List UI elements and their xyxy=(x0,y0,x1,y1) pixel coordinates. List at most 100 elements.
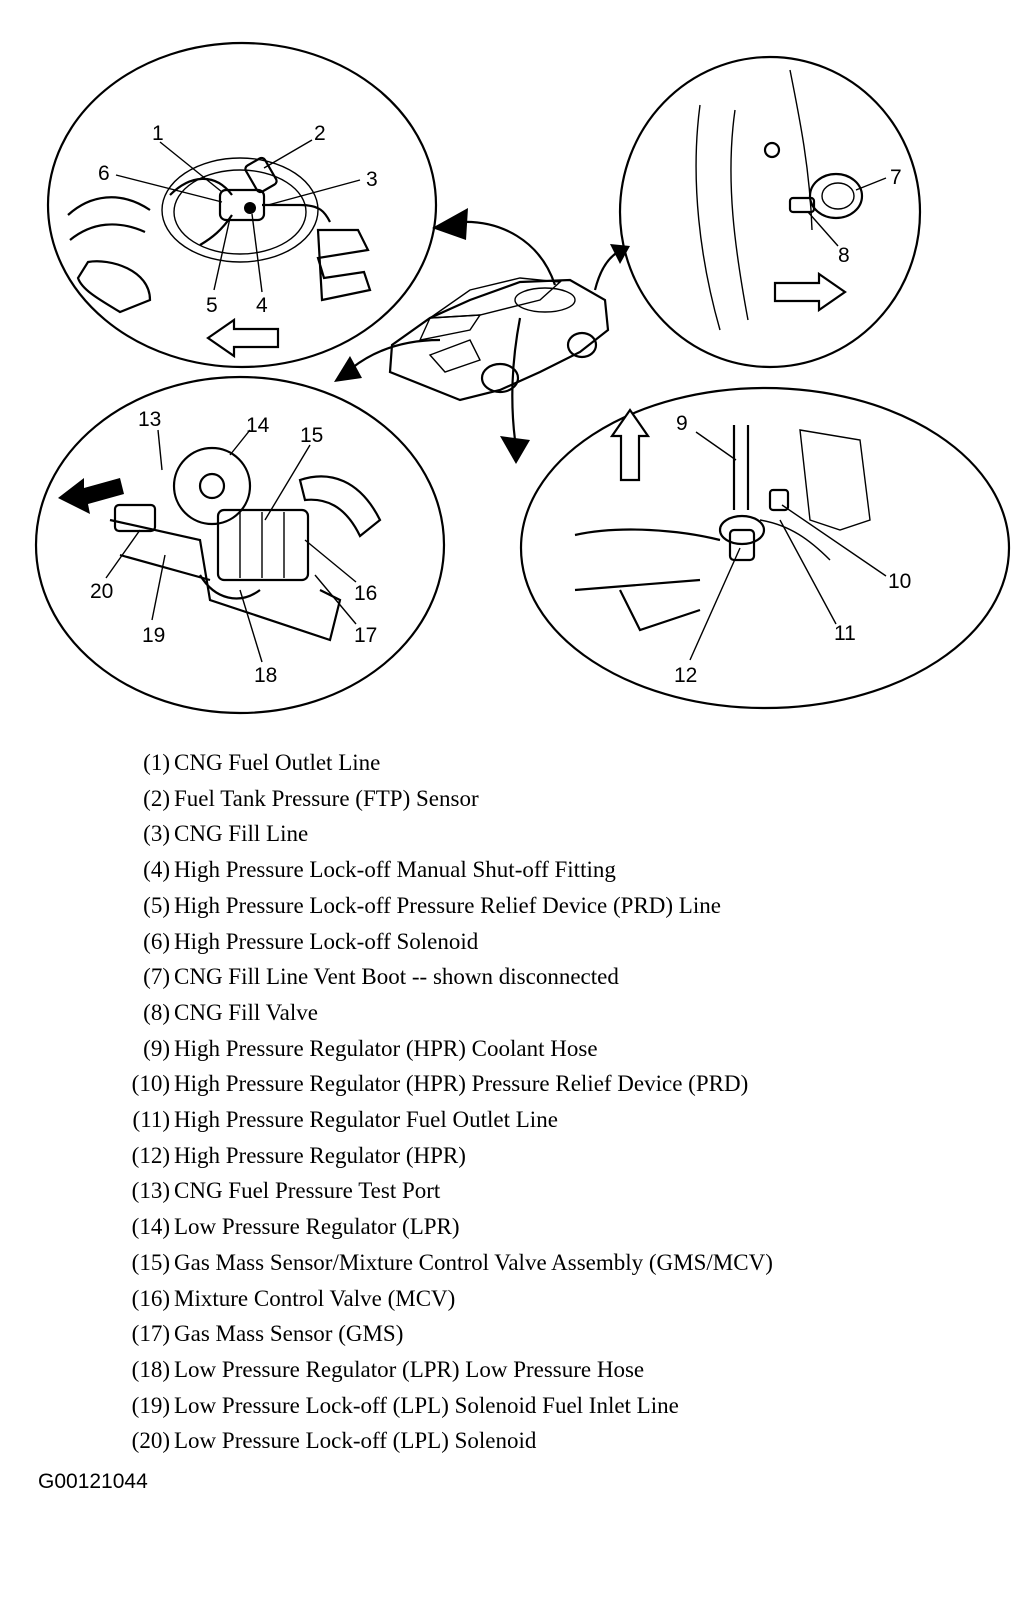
hpr-prd-10 xyxy=(768,488,790,512)
leader-10 xyxy=(781,504,887,577)
direction-arrow-right xyxy=(773,271,847,313)
legend-number: (13) xyxy=(131,1178,170,1204)
legend-text: CNG Fuel Outlet Line xyxy=(174,750,381,775)
lower-housing xyxy=(109,518,342,642)
detail-frame xyxy=(618,55,922,369)
callout-11: 11 xyxy=(834,622,856,645)
callout-16: 16 xyxy=(354,582,377,605)
direction-arrow-left xyxy=(206,317,280,359)
detail-fill-valve: 7 8 xyxy=(618,55,922,369)
frame-rail xyxy=(574,528,721,632)
leader-7 xyxy=(855,177,887,191)
figure-id: G00121044 xyxy=(38,1470,148,1493)
leader-20 xyxy=(105,529,141,579)
detail-lpr-assembly: 13 14 15 16 17 18 19 20 xyxy=(34,375,446,715)
lockoff-fitting xyxy=(244,202,256,214)
legend-number: (20) xyxy=(131,1428,170,1454)
legend-item: (17)Gas Mass Sensor (GMS) xyxy=(118,1316,998,1352)
leader-15 xyxy=(264,444,311,521)
legend-text: High Pressure Regulator (HPR) Coolant Ho… xyxy=(174,1035,598,1061)
coolant-hose-9 xyxy=(732,425,750,510)
outlet-line-1 xyxy=(169,177,233,196)
leader-19 xyxy=(151,554,166,621)
callout-5: 5 xyxy=(206,294,218,317)
legend-text: High Pressure Lock-off Solenoid xyxy=(174,928,479,954)
legend-text: Mixture Control Valve (MCV) xyxy=(174,1285,456,1311)
legend-number: (14) xyxy=(131,1214,170,1240)
legend-number: (3) xyxy=(143,821,170,847)
legend-number: (19) xyxy=(131,1392,170,1418)
legend-text: Gas Mass Sensor/Mixture Control Valve As… xyxy=(174,1249,773,1275)
legend-number: (12) xyxy=(131,1142,170,1168)
legend-number: (10) xyxy=(131,1071,170,1097)
legend-item: (3)CNG Fill Line xyxy=(118,816,998,852)
wheel-front xyxy=(480,362,520,394)
legend-item: (10)High Pressure Regulator (HPR) Pressu… xyxy=(118,1066,998,1102)
pointer-arrowhead-lpr xyxy=(334,356,362,382)
lpl-solenoid-20 xyxy=(113,503,157,533)
vent-boot-7 xyxy=(808,172,864,220)
legend-number: (2) xyxy=(143,785,170,811)
legend-text: CNG Fill Line Vent Boot -- shown disconn… xyxy=(174,964,619,990)
legend-text: CNG Fill Valve xyxy=(174,999,318,1025)
callout-2: 2 xyxy=(314,122,326,145)
pointer-arrowhead-fill xyxy=(610,244,630,264)
direction-arrow-up xyxy=(609,408,651,482)
detail-tank-lockoff: 1 2 3 4 5 6 xyxy=(46,41,438,369)
legend-number: (5) xyxy=(143,892,170,918)
leader-11 xyxy=(779,519,837,625)
callout-18: 18 xyxy=(254,664,277,687)
detail-frame xyxy=(46,41,438,369)
legend-item: (7)CNG Fill Line Vent Boot -- shown disc… xyxy=(118,959,998,995)
legend-text: Low Pressure Regulator (LPR) xyxy=(174,1214,460,1240)
tank-ring-inner xyxy=(173,169,307,255)
wheel-rear xyxy=(566,331,598,359)
leader-16 xyxy=(304,539,357,583)
lpr-14 xyxy=(172,446,252,526)
legend-number: (8) xyxy=(143,999,170,1025)
legend-item: (16)Mixture Control Valve (MCV) xyxy=(118,1281,998,1317)
engine-block xyxy=(799,429,871,531)
fill-valve-8 xyxy=(788,196,816,214)
legend-item: (19)Low Pressure Lock-off (LPL) Solenoid… xyxy=(118,1388,998,1424)
legend-item: (1)CNG Fuel Outlet Line xyxy=(118,745,998,781)
intake-tube xyxy=(298,475,382,538)
component-locator-diagram: 1 2 3 4 5 6 7 8 xyxy=(34,41,1011,715)
legend-text: High Pressure Regulator (HPR) Pressure R… xyxy=(174,1071,749,1097)
callout-13: 13 xyxy=(138,408,161,431)
legend-item: (8)CNG Fill Valve xyxy=(118,995,998,1031)
hpr-12-body xyxy=(728,528,756,562)
legend-number: (6) xyxy=(143,928,170,954)
detail-hpr: 9 10 11 12 xyxy=(519,386,1011,710)
cng-tank xyxy=(514,287,576,313)
legend-item: (15)Gas Mass Sensor/Mixture Control Valv… xyxy=(118,1245,998,1281)
leader-17 xyxy=(314,574,357,625)
engine-bay xyxy=(428,339,481,373)
lockoff-body xyxy=(218,188,266,222)
legend-text: Low Pressure Lock-off (LPL) Solenoid xyxy=(174,1428,537,1454)
tank-bellows xyxy=(316,228,372,302)
vehicle-windshield xyxy=(418,314,482,341)
detail-frame xyxy=(34,375,446,715)
legend-number: (16) xyxy=(131,1285,170,1311)
pointer-arrow-fill xyxy=(593,251,619,291)
legend-item: (12)High Pressure Regulator (HPR) xyxy=(118,1138,998,1174)
callout-19: 19 xyxy=(142,624,165,647)
legend-number: (4) xyxy=(143,857,170,883)
legend-item: (13)CNG Fuel Pressure Test Port xyxy=(118,1173,998,1209)
leader-18 xyxy=(239,589,263,663)
low-pressure-hose-18 xyxy=(199,574,261,600)
leader-4 xyxy=(251,213,263,293)
legend-item: (2)Fuel Tank Pressure (FTP) Sensor xyxy=(118,781,998,817)
legend-text: CNG Fuel Pressure Test Port xyxy=(174,1178,441,1204)
legend-item: (4)High Pressure Lock-off Manual Shut-of… xyxy=(118,852,998,888)
callout-6: 6 xyxy=(98,162,110,185)
legend-number: (1) xyxy=(143,750,170,775)
legend-number: (7) xyxy=(143,964,170,990)
leader-14 xyxy=(229,429,251,456)
callout-15: 15 xyxy=(300,424,323,447)
pointer-arrow-lpr xyxy=(351,338,441,369)
callout-8: 8 xyxy=(838,244,850,267)
legend-item: (6)High Pressure Lock-off Solenoid xyxy=(118,924,998,960)
callout-20: 20 xyxy=(90,580,113,603)
